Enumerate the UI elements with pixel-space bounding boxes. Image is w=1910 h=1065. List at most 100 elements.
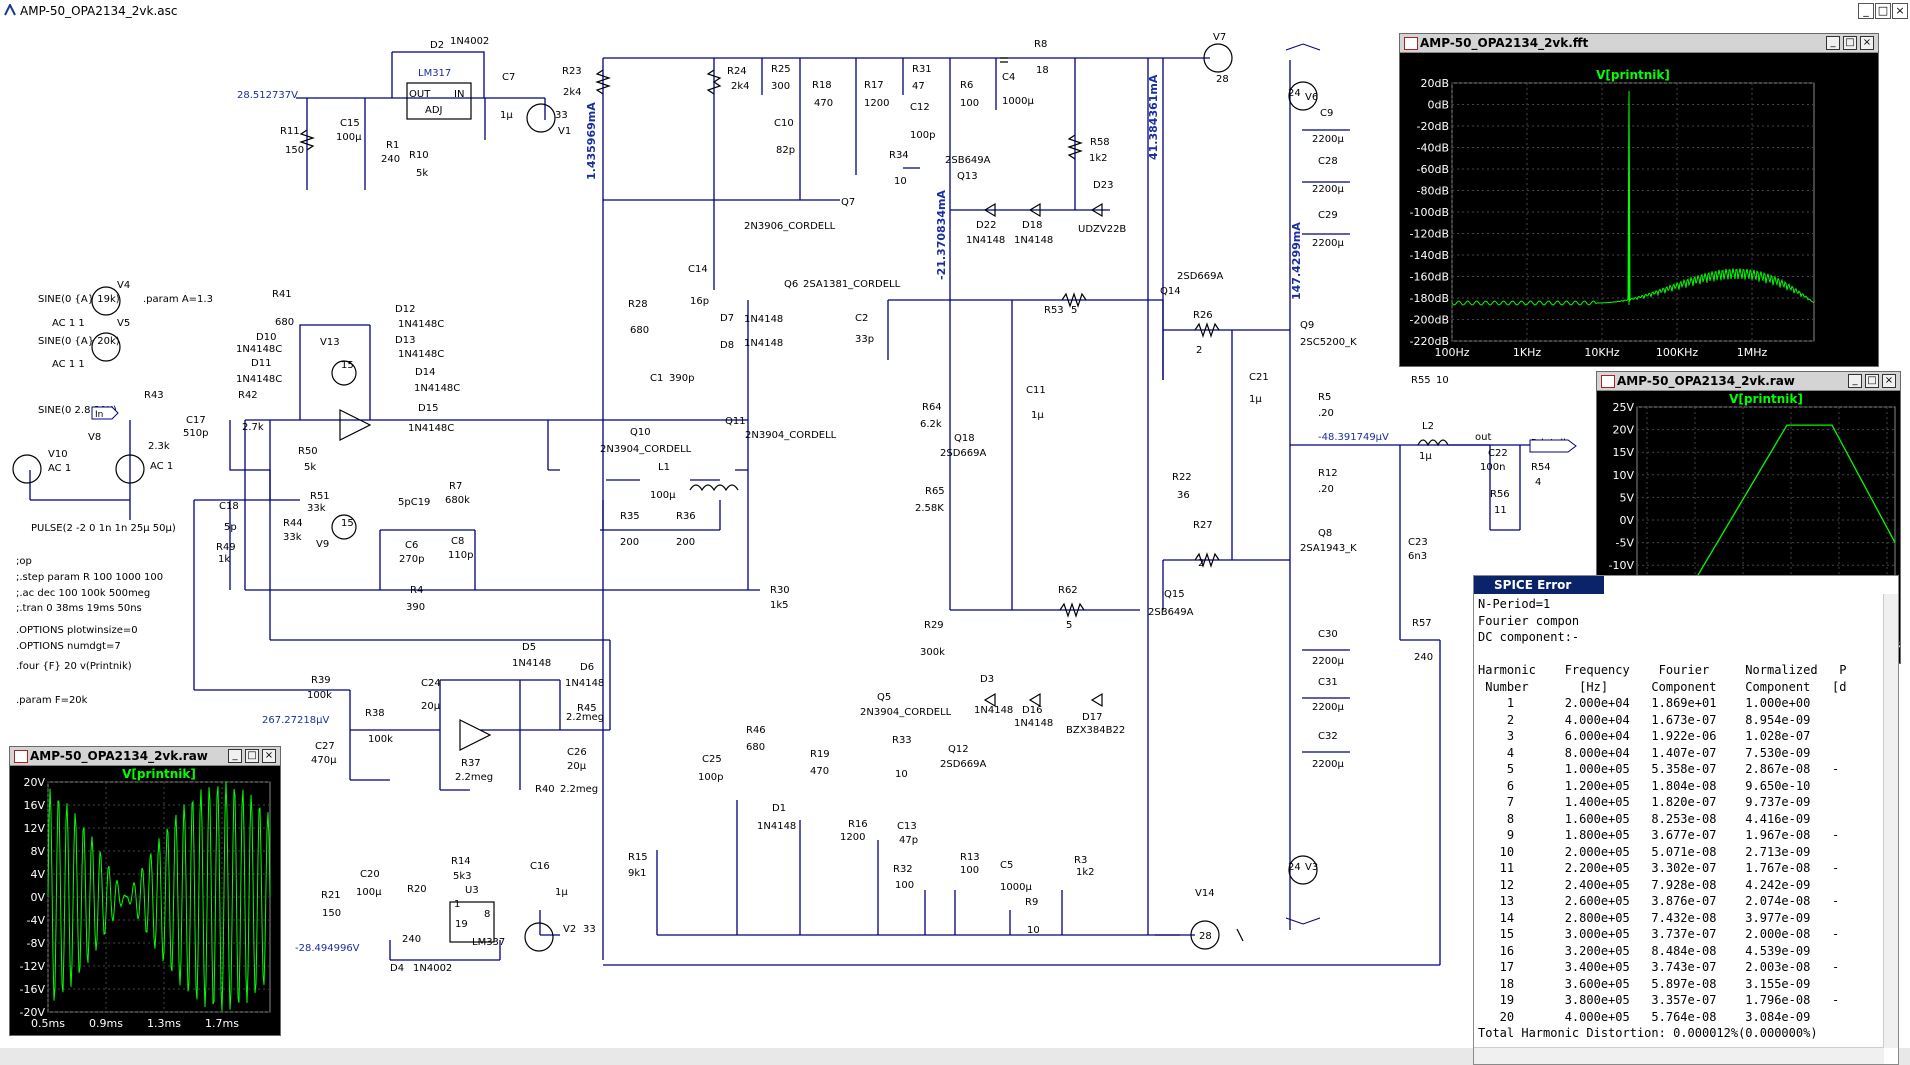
component-label: 2.2meg xyxy=(455,772,493,783)
minimize-button[interactable]: _ xyxy=(1858,3,1874,19)
component-label: C22 xyxy=(1488,448,1508,459)
schematic-wires xyxy=(29,51,1530,966)
component-label: 1N4148 xyxy=(565,678,604,689)
component-label: out xyxy=(1475,432,1491,443)
component-label: 1N4148C xyxy=(236,344,282,355)
component-label: 47p xyxy=(899,835,918,846)
component-label: R4 xyxy=(410,585,423,596)
component-label: 47 xyxy=(912,81,925,92)
raw-minimize-button[interactable]: _ xyxy=(228,749,242,763)
component-label: R12 xyxy=(1318,468,1338,479)
component-label: R15 xyxy=(628,852,648,863)
component-label: R18 xyxy=(812,80,832,91)
component-label: 6.2k xyxy=(920,419,942,430)
component-label: C24 xyxy=(421,678,441,689)
component-label: 2SB649A xyxy=(945,155,991,166)
component-label: 2200µ xyxy=(1312,238,1344,249)
raw-maximize-button[interactable]: □ xyxy=(245,749,259,763)
component-label: C14 xyxy=(688,264,708,275)
raw-plot-window[interactable]: AMP-50_OPA2134_2vk.raw _ □ × V[printnik]… xyxy=(9,746,281,1036)
fft-maximize-button[interactable]: □ xyxy=(1843,36,1857,50)
fft-window-title: AMP-50_OPA2134_2vk.fft xyxy=(1420,36,1589,50)
component-label: D5 xyxy=(522,642,536,653)
x-tick-label: 100KHz xyxy=(1656,346,1698,359)
component-label: 1µ xyxy=(1031,410,1044,421)
component-label: 1k2 xyxy=(1076,867,1095,878)
y-tick-label: -12V xyxy=(20,960,46,973)
fft-window-titlebar: AMP-50_OPA2134_2vk.fft _ □ × xyxy=(1400,34,1878,53)
component-label: 100 xyxy=(895,880,914,891)
component-label: AC 1 1 xyxy=(52,359,85,370)
component-label: D22 xyxy=(976,220,996,231)
component-label: C9 xyxy=(1320,108,1333,119)
component-label: 5 xyxy=(1071,305,1077,316)
component-label: R37 xyxy=(461,758,481,769)
raw-close-button[interactable]: × xyxy=(262,749,276,763)
component-label: V8 xyxy=(88,432,101,443)
component-label: 5k xyxy=(416,168,428,179)
transient-close-button[interactable]: × xyxy=(1882,374,1896,388)
component-label: 470 xyxy=(814,98,833,109)
component-label: U3 xyxy=(465,885,479,896)
x-tick-label: 0.9ms xyxy=(89,1017,123,1030)
raw-trace xyxy=(47,782,271,1012)
y-tick-label: 10V xyxy=(1612,469,1634,482)
component-label: UDZV22B xyxy=(1078,224,1126,235)
component-label: L2 xyxy=(1422,421,1434,432)
fft-close-button[interactable]: × xyxy=(1860,36,1874,50)
component-label: 470 xyxy=(810,766,829,777)
component-label: ADJ xyxy=(425,105,443,116)
component-label: C17 xyxy=(186,415,206,426)
component-label: BZX384B22 xyxy=(1066,725,1125,736)
component-label: C10 xyxy=(774,118,794,129)
component-label: R40 xyxy=(535,784,555,795)
component-label: C16 xyxy=(530,861,550,872)
raw-plot-area[interactable]: V[printnik]20V16V12V8V4V0V-4V-8V-12V-16V… xyxy=(10,766,280,1034)
component-label: 510p xyxy=(183,428,208,439)
component-label: 2.7k xyxy=(242,422,264,433)
transient-maximize-button[interactable]: □ xyxy=(1865,374,1879,388)
component-label: 5k xyxy=(304,462,316,473)
log-horizontal-scrollbar[interactable] xyxy=(1474,1047,1884,1064)
component-label: 100µ xyxy=(356,887,382,898)
component-label: R19 xyxy=(810,749,830,760)
spice-error-log-window[interactable]: SPICE Error Log: C N-Period=1 Fourier co… xyxy=(1473,575,1899,1065)
component-label: 33k xyxy=(307,503,326,514)
component-label: R5 xyxy=(1318,392,1331,403)
fft-plot-window[interactable]: AMP-50_OPA2134_2vk.fft _ □ × V[printnik]… xyxy=(1399,33,1879,367)
log-vertical-scrollbar[interactable] xyxy=(1883,594,1898,1048)
x-tick-label: 1MHz xyxy=(1737,346,1768,359)
y-tick-label: 8V xyxy=(30,845,45,858)
maximize-button[interactable]: □ xyxy=(1875,3,1891,19)
component-label: R29 xyxy=(924,620,944,631)
fft-minimize-button[interactable]: _ xyxy=(1826,36,1840,50)
component-label: Q8 xyxy=(1318,528,1332,539)
component-label: C6 xyxy=(405,540,418,551)
component-label: C29 xyxy=(1318,210,1338,221)
component-label: D3 xyxy=(980,674,994,685)
component-label: R65 xyxy=(925,486,945,497)
y-tick-label: -60dB xyxy=(1417,163,1450,176)
close-button[interactable]: × xyxy=(1892,3,1908,19)
component-label: 100 xyxy=(960,865,979,876)
component-label: 36 xyxy=(1177,490,1190,501)
component-label: R64 xyxy=(922,402,942,413)
transient-minimize-button[interactable]: _ xyxy=(1848,374,1862,388)
component-label: 2k4 xyxy=(731,81,750,92)
ltspice-app-icon xyxy=(4,4,16,16)
component-label: V7 xyxy=(1213,32,1226,43)
fft-plot-area[interactable]: V[printnik]20dB0dB-20dB-40dB-60dB-80dB-1… xyxy=(1400,53,1878,365)
component-label: 1N4148 xyxy=(744,314,783,325)
component-label: 1N4002 xyxy=(413,963,452,974)
flag-text: In xyxy=(95,410,103,420)
component-label: 2.2meg xyxy=(560,784,598,795)
component-label: C13 xyxy=(897,821,917,832)
component-label: Q18 xyxy=(954,433,975,444)
component-label: ;.step param R 100 1000 100 xyxy=(16,572,163,583)
component-label: 1N4148 xyxy=(757,821,796,832)
component-label: 150 xyxy=(285,145,304,156)
log-content[interactable]: N-Period=1 Fourier compon DC component:-… xyxy=(1478,597,1847,1040)
